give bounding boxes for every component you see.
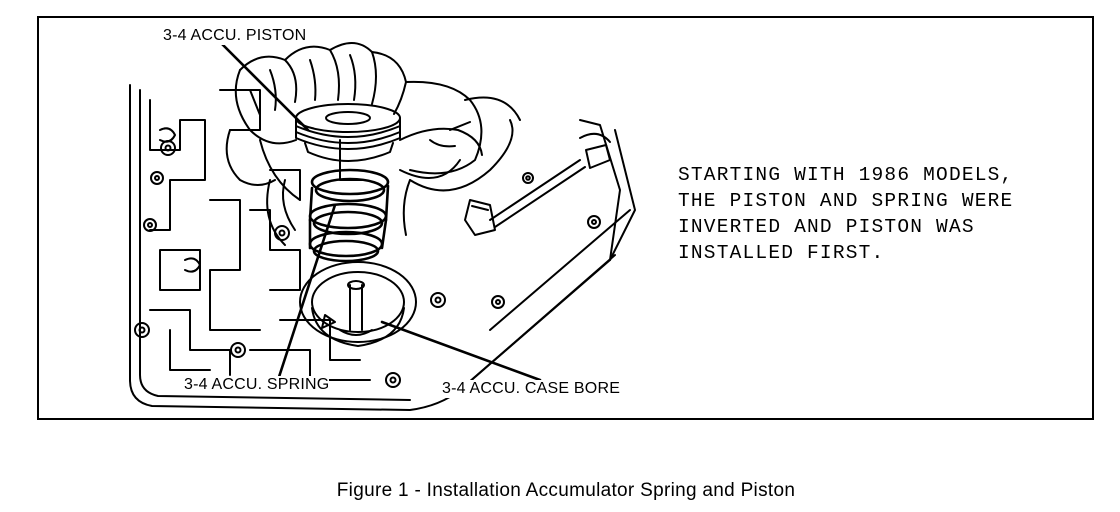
bolt-and-rod [464, 132, 611, 236]
model-change-note: STARTING WITH 1986 MODELS, THE PISTON AN… [678, 162, 1013, 266]
note-line: INVERTED AND PISTON WAS [678, 216, 975, 238]
spring-label: 3-4 ACCU. SPRING [184, 376, 330, 394]
accumulator-spring [308, 168, 390, 263]
piston-label: 3-4 ACCU. PISTON [163, 27, 307, 45]
note-line: THE PISTON AND SPRING WERE [678, 190, 1014, 212]
case-bore [299, 261, 417, 347]
figure-caption: Figure 1 - Installation Accumulator Spri… [336, 480, 796, 501]
accumulator-piston [295, 103, 401, 162]
figure-frame [37, 16, 1094, 420]
bolt-holes [134, 140, 601, 388]
hands [225, 42, 521, 246]
note-line: STARTING WITH 1986 MODELS, [678, 164, 1014, 186]
note-line: INSTALLED FIRST. [678, 242, 885, 264]
case-bore-label: 3-4 ACCU. CASE BORE [442, 380, 621, 398]
accumulator-illustration [129, 40, 636, 411]
leader-lines [218, 40, 542, 382]
